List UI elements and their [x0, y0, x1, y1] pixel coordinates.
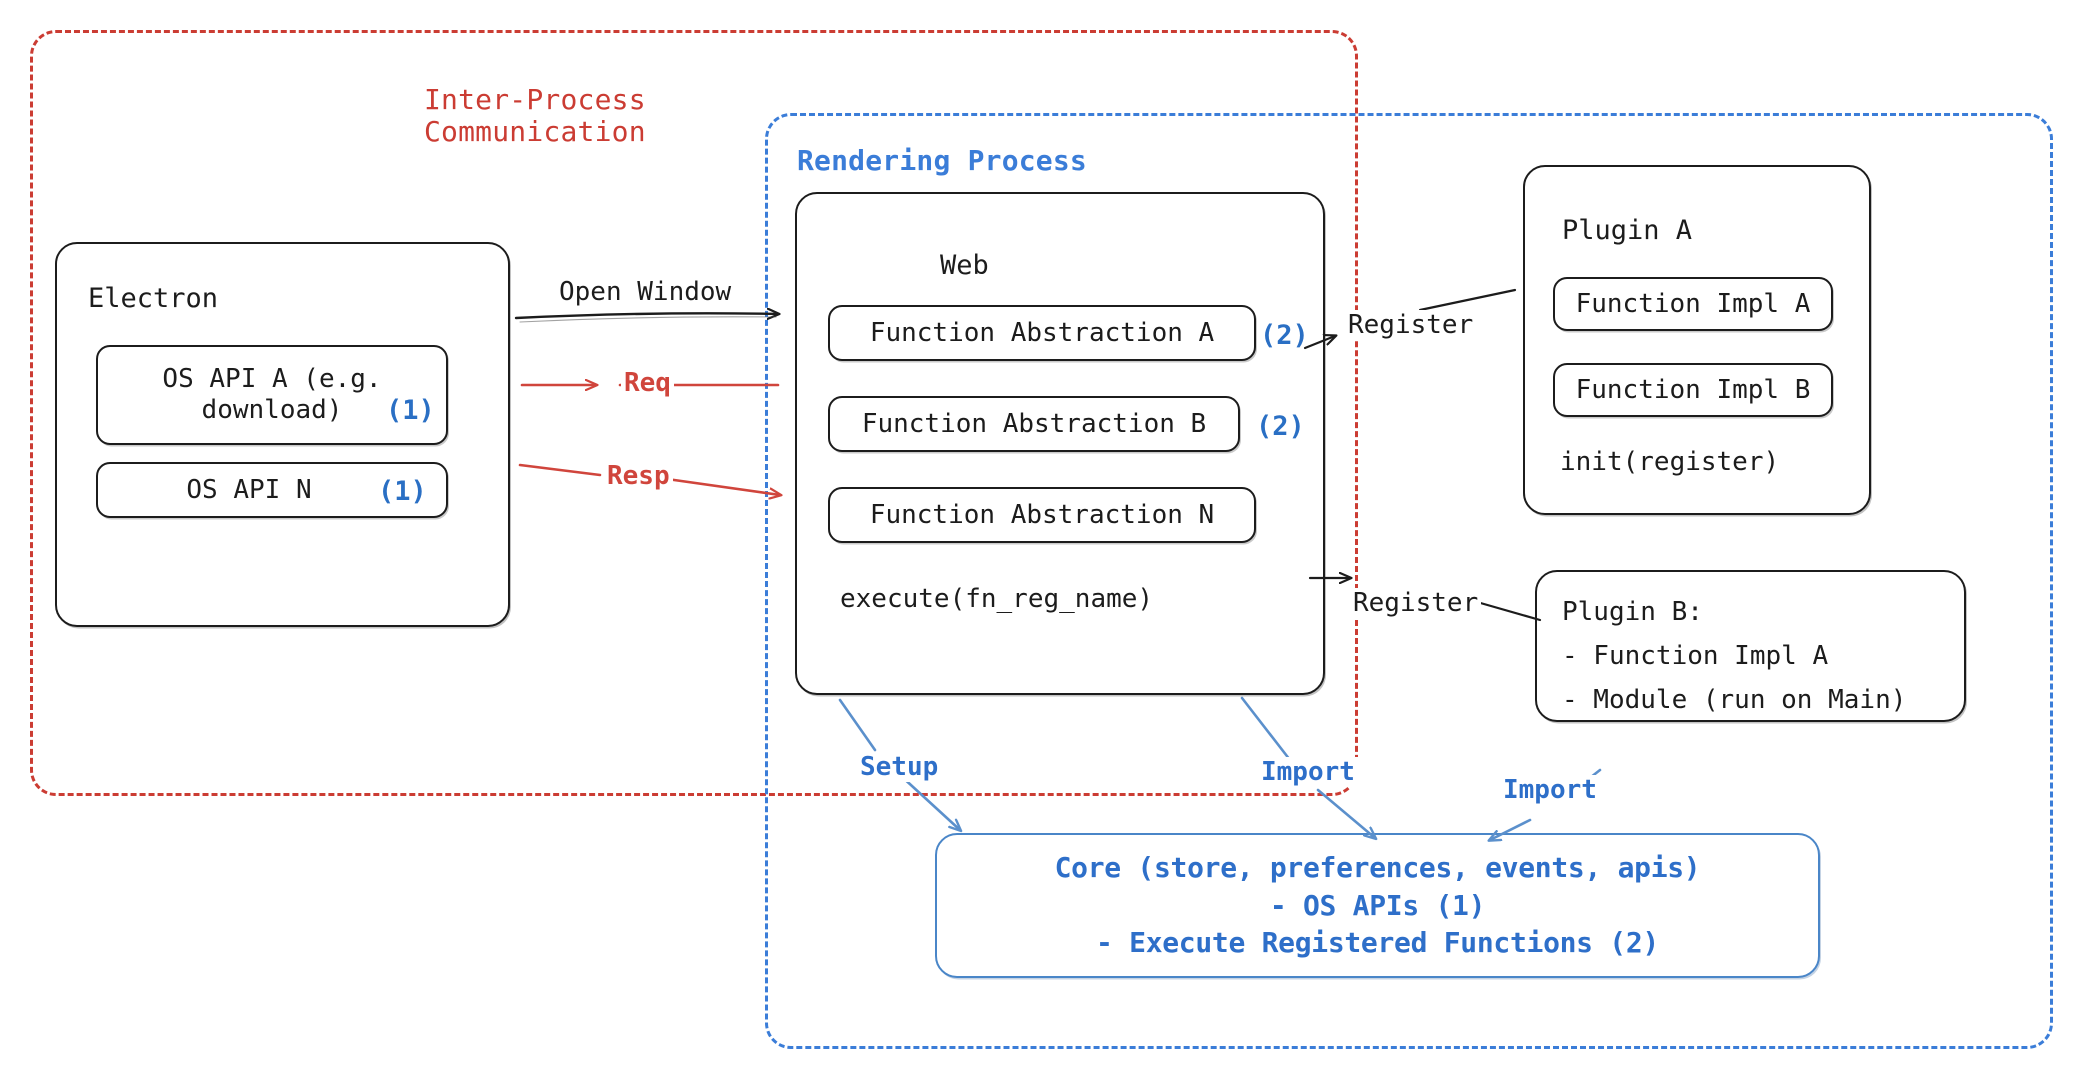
edge-label-register-a: Register: [1345, 310, 1477, 340]
electron-title: Electron: [88, 283, 219, 314]
os-api-n-marker: (1): [378, 476, 427, 507]
function-abstraction-b-label: Function Abstraction B: [861, 408, 1207, 439]
core-line-1: - OS APIs (1): [1269, 888, 1486, 922]
core-line-0: Core (store, preferences, events, apis): [1054, 850, 1701, 884]
edge-label-req: Req: [621, 368, 674, 398]
plugin-a-box: [1523, 165, 1871, 515]
function-impl-b-label: Function Impl B: [1575, 374, 1811, 405]
function-abstraction-b-marker: (2): [1256, 411, 1305, 442]
function-abstraction-a-box[interactable]: Function Abstraction A: [828, 305, 1256, 361]
function-impl-b-box[interactable]: Function Impl B: [1553, 363, 1833, 417]
function-impl-a-box[interactable]: Function Impl A: [1553, 277, 1833, 331]
function-abstraction-a-label: Function Abstraction A: [869, 317, 1215, 348]
os-api-a-marker: (1): [386, 395, 435, 426]
edge-label-open-window: Open Window: [556, 277, 735, 307]
plugin-b-box: [1535, 570, 1966, 722]
os-api-a-label: OS API A (e.g. download): [162, 364, 382, 425]
group-label-rendering-process: Rendering Process: [797, 144, 1087, 177]
edge-label-import-web: Import: [1258, 757, 1358, 787]
function-impl-a-label: Function Impl A: [1575, 288, 1811, 319]
plugin-a-title: Plugin A: [1562, 215, 1693, 246]
os-api-a-box[interactable]: OS API A (e.g. download): [96, 345, 448, 445]
edge-label-setup: Setup: [857, 752, 942, 782]
plugin-a-init-label: init(register): [1560, 447, 1780, 477]
group-rendering-process: [765, 113, 2053, 1049]
edge-label-register-b: Register: [1350, 588, 1482, 618]
edge-label-import-plugin: Import: [1500, 775, 1600, 805]
function-abstraction-b-box[interactable]: Function Abstraction B: [828, 396, 1240, 452]
core-box: Core (store, preferences, events, apis) …: [935, 833, 1820, 978]
group-inter-process-communication: [30, 30, 1358, 796]
function-abstraction-n-label: Function Abstraction N: [869, 499, 1215, 530]
web-execute-label: execute(fn_reg_name): [840, 584, 1154, 614]
function-abstraction-a-marker: (2): [1260, 320, 1309, 351]
web-title: Web: [940, 250, 989, 281]
function-abstraction-n-box[interactable]: Function Abstraction N: [828, 487, 1256, 543]
core-line-2: - Execute Registered Functions (2): [1096, 926, 1659, 960]
os-api-n-box[interactable]: OS API N: [96, 462, 448, 518]
plugin-b-line-1: - Function Impl A: [1562, 641, 1829, 671]
plugin-b-line-0: Plugin B:: [1562, 597, 1703, 627]
plugin-b-line-2: - Module (run on Main): [1562, 685, 1907, 715]
edge-label-resp: Resp: [604, 461, 673, 491]
group-label-ipc: Inter-Process Communication: [424, 83, 646, 149]
os-api-n-label: OS API N: [186, 474, 312, 505]
